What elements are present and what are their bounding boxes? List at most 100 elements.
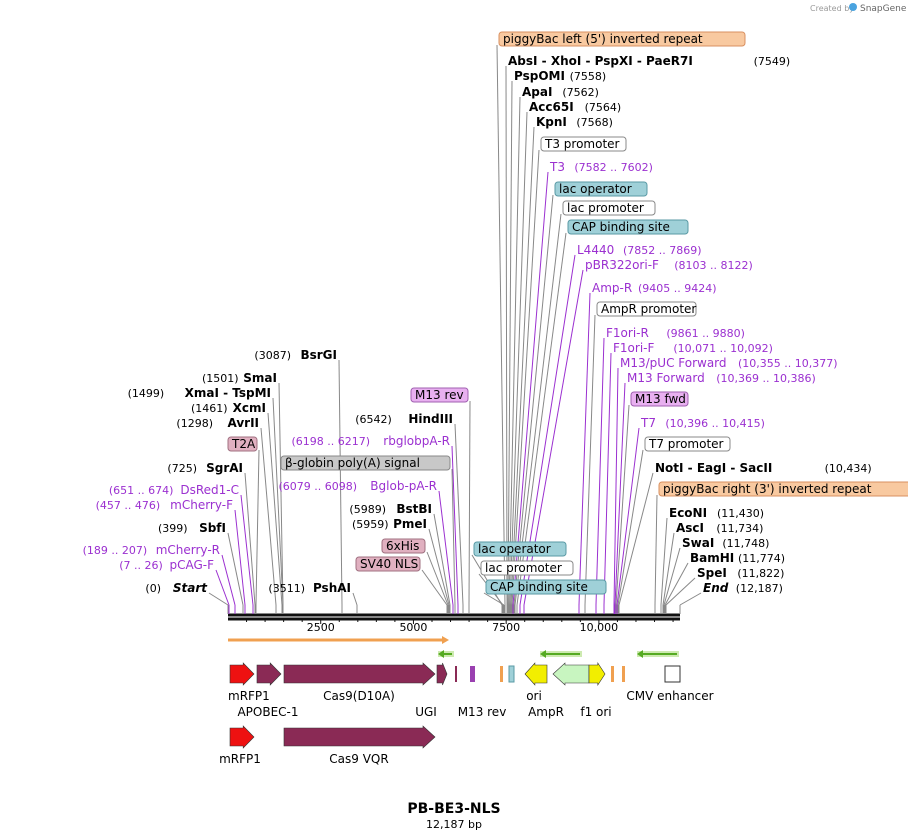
site-position: (1461) <box>191 402 228 415</box>
site-label: T3 promoter <box>540 136 627 152</box>
enzyme-name: SwaI <box>682 536 714 550</box>
mrfp1-arrow <box>229 662 255 686</box>
label-connector <box>507 80 513 606</box>
enzyme-name: Acc65I <box>529 100 574 114</box>
site-label: lac promoter <box>480 560 574 576</box>
enzyme-name: XmaI - TspMI <box>185 386 271 400</box>
primer-name: pBR322ori-F <box>585 258 659 272</box>
primer-name: L4440 <box>577 243 614 257</box>
site-label: PmeI(5959) <box>352 517 427 531</box>
site-label: ApaI(7562) <box>522 85 599 99</box>
site-position: (9861 .. 9880) <box>666 327 745 340</box>
ruler-tick-label: 7500 <box>492 621 520 634</box>
label-connector <box>468 400 471 606</box>
apobec1-arrow <box>256 662 282 686</box>
label-connector <box>221 554 236 606</box>
site-label: M13/pUC Forward(10,355 .. 10,377) <box>620 356 838 370</box>
feature-name: mRFP1 <box>219 752 261 766</box>
feature-label-text: SV40 NLS <box>360 557 418 571</box>
feature-label-box <box>596 301 697 317</box>
label-connector <box>208 592 229 606</box>
enzyme-name: Start <box>173 581 208 595</box>
pb-right-bar <box>622 666 625 682</box>
site-label: End(12,187) <box>703 581 783 595</box>
site-position: (11,748) <box>722 537 769 550</box>
site-position: (457 .. 476) <box>96 499 161 512</box>
f1-ori-arrow <box>588 661 606 687</box>
label-connector <box>496 44 506 606</box>
site-position: (7568) <box>576 116 613 129</box>
snapgene-logo-icon <box>849 3 857 11</box>
brand-name: SnapGene <box>860 4 907 14</box>
site-label: AvrII (1298) <box>176 416 259 430</box>
site-label: β-globin poly(A) signal <box>280 455 451 471</box>
label-connector <box>663 547 681 606</box>
enzyme-name: BsrGI <box>300 348 337 362</box>
site-label: AbsI - XhoI - PspXI - PaeR7I(7549) <box>508 54 790 68</box>
site-label: XmaI - TspMI(1499) <box>128 386 271 400</box>
site-label: F1ori-F(10,071 .. 10,092) <box>613 341 773 355</box>
primer-name: Bglob-pA-R <box>370 479 437 493</box>
feature-label-text: AmpR promoter <box>601 302 696 316</box>
primer-name: Amp-R <box>592 281 632 295</box>
site-label: pCAG-F(7 .. 26) <box>119 558 214 572</box>
site-label: XcmI(1461) <box>191 401 266 415</box>
primer-name: F1ori-F <box>613 341 654 355</box>
ori-arrow <box>524 662 548 686</box>
enzyme-name: NotI - EagI - SacII <box>655 461 772 475</box>
site-position: (11,734) <box>716 522 763 535</box>
site-position: (10,396 .. 10,415) <box>665 417 765 430</box>
site-label: Bglob-pA-R(6079 .. 6098) <box>278 479 437 493</box>
enzyme-name: HindIII <box>408 412 453 426</box>
feature-label-text: lac operator <box>559 182 632 196</box>
site-label: SbfI(399) <box>158 521 226 535</box>
label-connector <box>352 592 358 606</box>
enzyme-name: SpeI <box>697 566 727 580</box>
enzyme-name: AvrII <box>227 416 259 430</box>
feature-label-box <box>498 31 746 47</box>
orf-arrowhead <box>442 636 449 644</box>
site-position: (8103 .. 8122) <box>674 259 753 272</box>
plasmid-title: PB-BE3-NLS <box>407 801 500 817</box>
site-position: (1298) <box>176 417 213 430</box>
label-connector <box>584 314 596 606</box>
label-connector <box>234 509 246 606</box>
label-connector <box>260 427 277 606</box>
label-connector <box>338 359 343 606</box>
feature-name: CMV enhancer <box>626 689 713 703</box>
feature-name: Cas9(D10A) <box>323 689 395 703</box>
site-position: (7 .. 26) <box>119 559 163 572</box>
site-label: HindIII(6542) <box>355 412 453 426</box>
site-label: CAP binding site <box>485 579 607 595</box>
site-label: piggyBac left (5') inverted repeat <box>498 31 746 47</box>
site-position: (725) <box>167 462 197 475</box>
feature-name: AmpR <box>528 705 564 719</box>
enzyme-name: AscI <box>676 521 704 535</box>
site-position: (651 .. 674) <box>109 484 174 497</box>
site-label: AscI (11,734) <box>676 521 763 535</box>
site-position: (10,369 .. 10,386) <box>716 372 816 385</box>
site-label: AmpR promoter <box>596 301 697 317</box>
primer-name: M13 Forward <box>627 371 705 385</box>
label-connector <box>451 445 459 606</box>
ruler-tick-label: 2500 <box>307 621 335 634</box>
label-connector <box>662 532 675 606</box>
primer-name: mCherry-F <box>170 498 233 512</box>
site-label: SpeI(11,822) <box>697 566 784 580</box>
site-label: BsrGI(3087) <box>254 348 337 362</box>
site-label: lac operator <box>473 541 567 557</box>
primer-name: DsRed1-C <box>180 483 239 497</box>
enzyme-name: BamHI <box>690 551 734 565</box>
site-label: Acc65I(7564) <box>529 100 621 114</box>
feature-label-text: lac operator <box>478 542 551 556</box>
primer-name: T3 <box>549 160 565 174</box>
site-label: KpnI(7568) <box>536 115 613 129</box>
label-connector <box>272 397 284 606</box>
feature-label-text: piggyBac left (5') inverted repeat <box>503 32 703 46</box>
site-position: (5989) <box>349 503 386 516</box>
label-connector <box>660 517 668 606</box>
site-position: (7582 .. 7602) <box>574 161 653 174</box>
label-connector <box>421 569 448 606</box>
label-connector <box>215 569 230 606</box>
